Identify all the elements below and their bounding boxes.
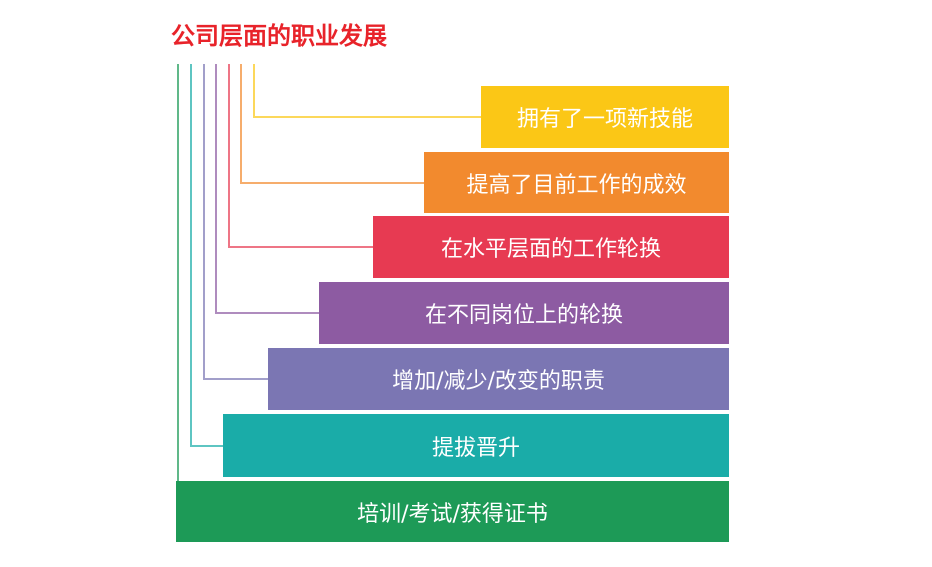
diagram-title: 公司层面的职业发展: [171, 22, 387, 50]
step-horizontal-rotation: 在水平层面的工作轮换: [373, 216, 729, 278]
connector-line: [253, 64, 481, 118]
connector-line: [228, 64, 373, 248]
step-promotion: 提拔晋升: [223, 414, 729, 477]
connector-line: [215, 64, 319, 314]
step-position-rotation: 在不同岗位上的轮换: [319, 282, 729, 344]
connector-line: [240, 64, 424, 184]
step-training-certification: 培训/考试/获得证书: [176, 481, 729, 542]
step-change-responsibilities: 增加/减少/改变的职责: [268, 348, 729, 410]
step-new-skill: 拥有了一项新技能: [481, 86, 729, 148]
step-improve-efficiency: 提高了目前工作的成效: [424, 152, 729, 213]
connector-line: [190, 64, 223, 447]
connector-line: [203, 64, 268, 380]
